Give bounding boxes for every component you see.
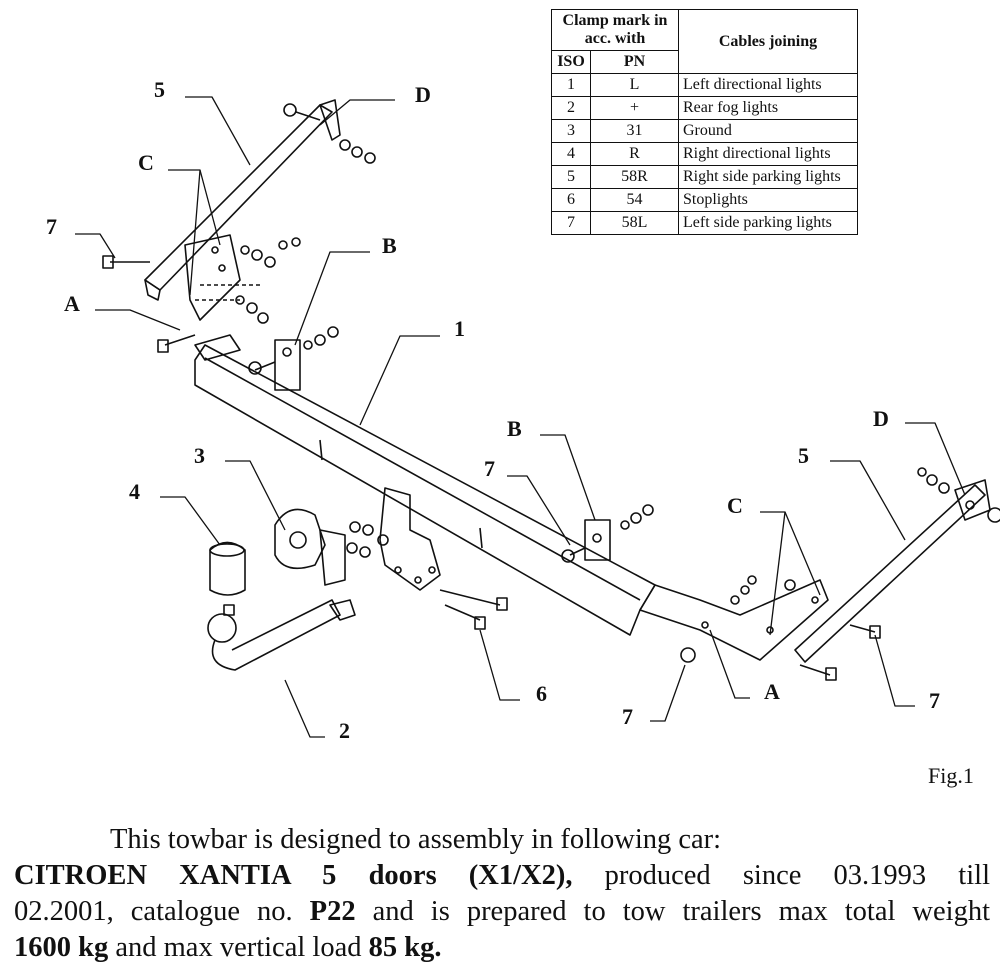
cable-cell: Stoplights <box>678 188 858 212</box>
callout-7-bottom: 7 <box>622 704 633 729</box>
pn-cell: 54 <box>590 188 679 212</box>
callout-d-left: D <box>415 82 431 107</box>
right-b-bracket <box>584 519 611 561</box>
text-fragment: and is prepared to tow trailers max tota… <box>355 896 990 927</box>
callout-7-left: 7 <box>46 214 57 239</box>
iso-cell: 1 <box>551 73 591 97</box>
socket-plate <box>274 508 346 586</box>
nuts-and-washers <box>235 139 950 605</box>
catalogue-number: P22 <box>309 896 356 927</box>
header-clamp-mark: Clamp mark in acc. with <box>551 9 679 51</box>
pn-cell: + <box>590 96 679 120</box>
max-weight: 1600 kg <box>14 932 109 963</box>
iso-cell: 6 <box>551 188 591 212</box>
production-dates: produced since 03.1993 till <box>572 860 990 891</box>
callout-c-right: C <box>727 493 743 518</box>
table-row: 2+Rear fog lights <box>551 96 858 120</box>
max-vertical-load: 85 kg. <box>368 932 442 963</box>
pn-cell: 58R <box>590 165 679 189</box>
iso-cell: 7 <box>551 211 591 235</box>
left-side-bracket <box>144 99 341 301</box>
description-text: This towbar is designed to assembly in f… <box>14 822 990 966</box>
iso-cell: 5 <box>551 165 591 189</box>
iso-cell: 2 <box>551 96 591 120</box>
cable-cell: Rear fog lights <box>678 96 858 120</box>
pn-cell: 58L <box>590 211 679 235</box>
cable-cell: Right side parking lights <box>678 165 858 189</box>
cable-cell: Right directional lights <box>678 142 858 166</box>
cable-cell: Ground <box>678 119 858 143</box>
cable-cell: Left directional lights <box>678 73 858 97</box>
leader-lines <box>75 96 966 738</box>
text-fragment: 02.2001, catalogue no. <box>14 896 310 927</box>
callout-7-mid: 7 <box>484 456 495 481</box>
callout-3: 3 <box>194 443 205 468</box>
header-iso: ISO <box>551 50 591 74</box>
callout-1: 1 <box>454 316 465 341</box>
text-fragment: and max vertical load <box>108 932 369 963</box>
main-crossbar <box>194 334 829 661</box>
callout-a-left: A <box>64 291 80 316</box>
header-pn: PN <box>590 50 679 74</box>
ball-cover <box>209 541 246 596</box>
pn-cell: L <box>590 73 679 97</box>
intro-line: This towbar is designed to assembly in f… <box>110 824 722 855</box>
iso-cell: 3 <box>551 119 591 143</box>
right-side-bracket <box>794 479 1000 663</box>
callout-4: 4 <box>129 479 140 504</box>
towbar-exploded-diagram <box>75 96 1000 738</box>
center-mount-bracket <box>379 487 441 591</box>
callout-7-right: 7 <box>929 688 940 713</box>
car-model: CITROEN XANTIA 5 doors (X1/X2), <box>14 860 573 891</box>
callout-d-right: D <box>873 406 889 431</box>
left-b-bracket <box>274 339 301 391</box>
pn-cell: R <box>590 142 679 166</box>
tow-ball-hitch <box>207 599 356 671</box>
figure-caption: Fig.1 <box>928 763 974 788</box>
callout-c-left: C <box>138 150 154 175</box>
cable-wiring-table: Clamp mark in acc. with Cables joining I… <box>551 9 858 235</box>
callout-a-right: A <box>764 679 780 704</box>
pn-cell: 31 <box>590 119 679 143</box>
callout-b-right: B <box>507 416 522 441</box>
callout-6: 6 <box>536 681 547 706</box>
callout-2: 2 <box>339 718 350 743</box>
callout-5-right: 5 <box>798 443 809 468</box>
header-cables-joining: Cables joining <box>678 9 858 74</box>
bolts <box>102 103 881 681</box>
cable-cell: Left side parking lights <box>678 211 858 235</box>
callout-5-left: 5 <box>154 77 165 102</box>
left-clamp-plate <box>184 234 260 321</box>
iso-cell: 4 <box>551 142 591 166</box>
callout-b-left: B <box>382 233 397 258</box>
